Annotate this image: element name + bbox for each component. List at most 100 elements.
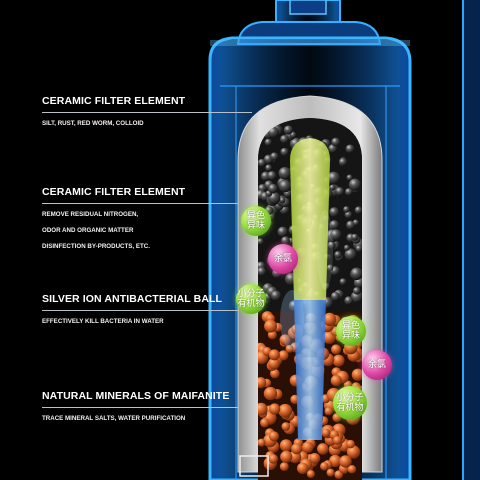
carbon-granule [278,179,292,193]
carbon-granule [327,241,336,249]
carbon-granule [268,183,278,194]
label-desc: SILT, RUST, RED WORM, COLLOID [42,120,144,127]
label-desc: REMOVE RESIDUAL NITROGEN, [42,211,139,218]
carbon-granule [258,238,264,245]
mineral-granule [260,418,270,428]
carbon-granule [327,171,341,185]
carbon-granule [283,125,293,135]
mineral-granule [322,312,337,327]
carbon-granule [350,267,362,281]
carbon-granule [334,251,342,259]
label-title: NATURAL MINERALS OF MAIFANITE [42,390,230,402]
carbon-granule [258,158,266,167]
carbon-granule [277,226,288,237]
carbon-granule [329,220,340,230]
label-ceramic-filter-2: CERAMIC FILTER ELEMENT REMOVE RESIDUAL N… [42,186,238,255]
mineral-granule [263,386,278,401]
label-desc: DISINFECTION BY-PRODUCTS, ETC. [42,243,150,250]
mineral-granule [351,368,362,381]
carbon-granule [267,170,277,181]
carbon-granule [345,144,355,154]
mineral-granule [320,461,329,471]
carbon-granule [338,157,348,167]
label-desc: ODOR AND ORGANIC MATTER [42,227,134,234]
label-ceramic-filter-1: CERAMIC FILTER ELEMENT SILT, RUST, RED W… [42,95,252,132]
carbon-granule [354,206,362,215]
ball-text: 异味 [341,331,360,341]
mineral-granule [324,407,333,416]
carbon-granule [344,188,353,196]
mineral-granule [268,431,280,442]
carbon-granule [270,152,279,161]
carbon-granule [265,164,273,172]
mineral-granule [264,319,278,333]
filter-media [258,118,362,480]
center-core [239,138,330,477]
mineral-granule [285,344,294,353]
mineral-granule [268,454,279,464]
mineral-granule [339,455,352,468]
carbon-granule [355,245,362,253]
mineral-granule [332,354,345,367]
mineral-granule [317,443,329,455]
contaminant-ball-chlorine: 余氯 [268,244,298,274]
carbon-granule [352,219,360,226]
carbon-granule [331,137,341,147]
carbon-granule [346,174,353,181]
carbon-granule [279,197,286,204]
carbon-granule [258,267,267,277]
carbon-granule [280,147,289,157]
carbon-granule [329,207,340,218]
carbon-granule [280,134,289,144]
contaminant-ball-color-odor: 异色 异味 [241,206,271,236]
contaminant-ball-small-organics: 小分子 有机物 [333,386,367,420]
adjacent-housing-edge [462,0,480,480]
mineral-granule [278,350,289,361]
label-desc: TRACE MINERAL SALTS, WATER PURIFICATION [42,415,186,422]
label-desc: EFFECTIVELY KILL BACTERIA IN WATER [42,318,164,325]
carbon-granule [350,290,362,303]
ball-text: 异味 [246,221,265,231]
ball-text: 小分子 [336,393,364,403]
ball-text: 有机物 [237,299,265,309]
mineral-granule [268,357,280,370]
carbon-granule [339,278,347,286]
carbon-granule [281,236,291,246]
ball-text: 异色 [246,211,265,221]
carbon-granule [344,210,353,219]
mineral-granule [270,368,280,379]
mineral-granule [332,435,342,445]
ball-text: 异色 [341,321,360,331]
carbon-granule [344,296,354,305]
carbon-granule [264,138,272,146]
leader-line [42,310,238,311]
contaminant-ball-small-organics: 小分子 有机物 [236,284,266,314]
mineral-granule [278,403,293,418]
carbon-granule [344,248,357,261]
ball-text: 余氯 [367,360,386,370]
carbon-granule [270,290,282,301]
mineral-granule [279,439,293,452]
contaminant-ball-chlorine: 余氯 [362,350,392,380]
mineral-granule [269,403,281,415]
carbon-granule [278,166,292,180]
label-title: SILVER ION ANTIBACTERIAL BALL [42,293,223,305]
mineral-granule [326,468,335,477]
mineral-granule [296,462,309,475]
leader-line [42,112,252,113]
ball-text: 有机物 [336,403,364,413]
carbon-granule [330,229,342,241]
mineral-granule [346,445,361,459]
ball-text: 余氯 [273,254,292,264]
mineral-granule [302,441,314,453]
label-title: CERAMIC FILTER ELEMENT [42,186,186,198]
carbon-granule [329,184,336,191]
label-silver-ion-ball: SILVER ION ANTIBACTERIAL BALL EFFECTIVEL… [42,293,238,330]
mineral-granule [291,443,303,455]
carbon-granule [330,291,340,301]
mineral-granule [268,349,280,361]
label-title: CERAMIC FILTER ELEMENT [42,95,186,107]
mineral-granule [330,344,342,355]
